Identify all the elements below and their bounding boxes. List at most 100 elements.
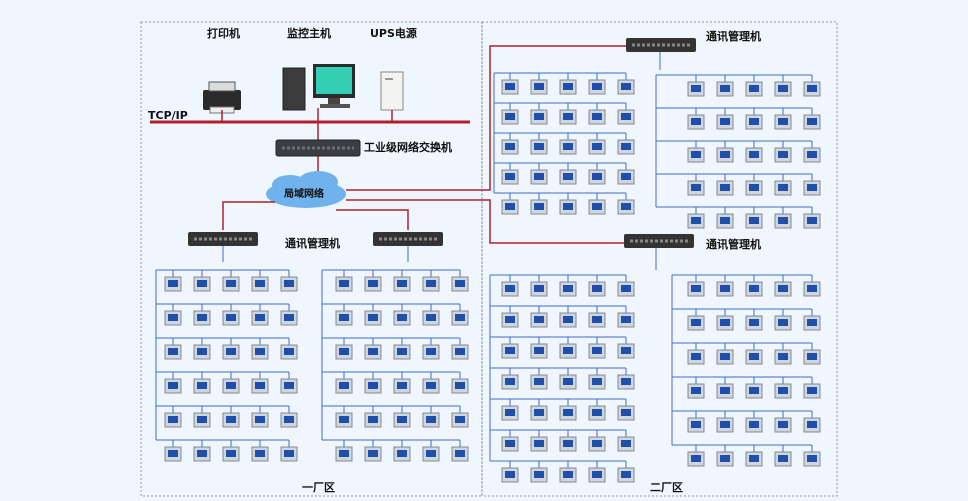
meter-icon (451, 412, 469, 428)
meter-icon (451, 378, 469, 394)
meter-icon (559, 169, 577, 185)
meter-icon (803, 114, 821, 130)
meter-icon (364, 344, 382, 360)
meter-icon (393, 378, 411, 394)
meter-icon (393, 344, 411, 360)
meter-icon (617, 281, 635, 297)
meter-icon (530, 199, 548, 215)
meter-icon (222, 276, 240, 292)
meter-icon (164, 310, 182, 326)
meter-icon (803, 349, 821, 365)
meter-icon (617, 312, 635, 328)
comm-manager-label-z2-bottom: 通讯管理机 (706, 237, 761, 251)
meter-icon (774, 451, 792, 467)
meter-icon (501, 405, 519, 421)
meter-icon (716, 383, 734, 399)
meter-icon (745, 451, 763, 467)
meter-icon (617, 169, 635, 185)
meter-icon (164, 412, 182, 428)
meter-icon (687, 180, 705, 196)
meter-icon (251, 344, 269, 360)
comm-manager-z1-right-icon (373, 232, 443, 246)
meter-icon (588, 169, 606, 185)
meter-icon (193, 378, 211, 394)
meter-icon (280, 412, 298, 428)
printer-label: 打印机 (207, 26, 240, 40)
meter-icon (687, 81, 705, 97)
meter-icon (774, 213, 792, 229)
meter-icon (222, 344, 240, 360)
meter-icon (280, 276, 298, 292)
meter-icon (774, 383, 792, 399)
meter-icon (335, 378, 353, 394)
meter-icon (335, 276, 353, 292)
meter-icon (774, 81, 792, 97)
meter-icon (364, 276, 382, 292)
meter-icon (617, 109, 635, 125)
meter-icon (687, 213, 705, 229)
meter-icon (774, 281, 792, 297)
meter-icon (451, 446, 469, 462)
meter-icon (559, 436, 577, 452)
meter-icon (222, 412, 240, 428)
meter-icon (803, 451, 821, 467)
meter-icon (501, 467, 519, 483)
meter-icon (251, 446, 269, 462)
industrial-switch-icon (275, 139, 361, 157)
meter-icon (745, 81, 763, 97)
meter-icon (687, 349, 705, 365)
meter-icon (617, 374, 635, 390)
meter-icon (501, 343, 519, 359)
meter-icon (530, 109, 548, 125)
meter-icon (588, 139, 606, 155)
meter-icon (716, 315, 734, 331)
meter-icon (716, 281, 734, 297)
meter-icon (559, 281, 577, 297)
meter-icon (193, 412, 211, 428)
meter-icon (251, 310, 269, 326)
meter-icon (251, 276, 269, 292)
meter-icon (716, 213, 734, 229)
meter-icon (745, 349, 763, 365)
meter-icon (422, 276, 440, 292)
field-devices (155, 52, 821, 483)
meter-icon (617, 467, 635, 483)
lan-cloud-icon (266, 171, 346, 208)
meter-icon (588, 343, 606, 359)
meter-icon (364, 446, 382, 462)
meter-icon (716, 417, 734, 433)
tcpip-label: TCP/IP (148, 109, 188, 122)
meter-icon (687, 315, 705, 331)
meter-icon (393, 276, 411, 292)
meter-icon (745, 147, 763, 163)
lan-label: 局域网络 (283, 187, 324, 200)
meter-icon (393, 446, 411, 462)
meter-icon (716, 114, 734, 130)
printer-icon (203, 81, 241, 114)
meter-icon (803, 417, 821, 433)
meter-icon (588, 79, 606, 95)
monitor-host-icon (282, 64, 355, 111)
meter-icon (501, 139, 519, 155)
ups-icon (380, 71, 404, 111)
zone2-border (481, 21, 838, 497)
meter-icon (393, 310, 411, 326)
meter-icon (588, 281, 606, 297)
meter-icon (530, 169, 548, 185)
meter-icon (617, 79, 635, 95)
meter-icon (501, 199, 519, 215)
meter-icon (530, 374, 548, 390)
meter-icon (559, 312, 577, 328)
meter-icon (774, 349, 792, 365)
meter-icon (588, 405, 606, 421)
meter-icon (193, 446, 211, 462)
red-links (222, 45, 628, 244)
meter-icon (422, 446, 440, 462)
meter-icon (530, 436, 548, 452)
meter-icon (716, 349, 734, 365)
meter-icon (803, 81, 821, 97)
meter-icon (530, 467, 548, 483)
meter-icon (501, 169, 519, 185)
meter-icon (222, 378, 240, 394)
